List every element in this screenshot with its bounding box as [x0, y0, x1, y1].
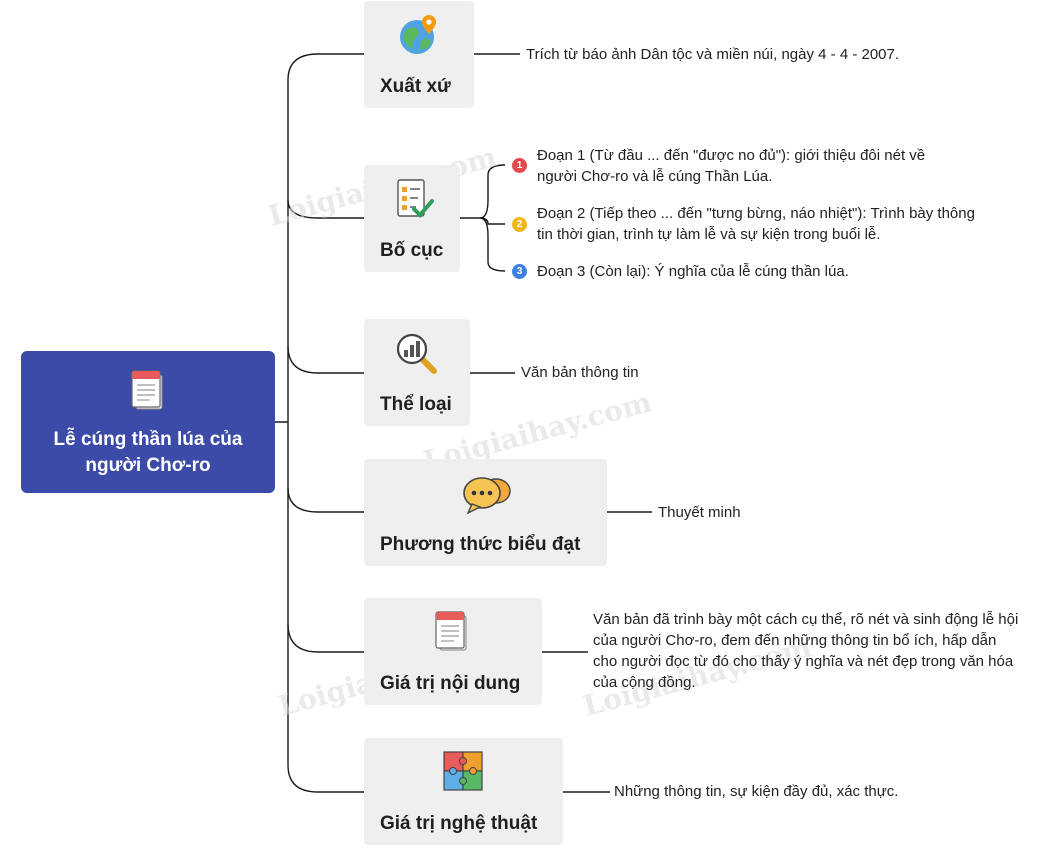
branch-the-loai[interactable]: Thể loại	[364, 319, 470, 426]
leaf-text: Đoạn 3 (Còn lại): Ý nghĩa của lễ cúng th…	[537, 263, 849, 280]
puzzle-icon	[442, 750, 484, 797]
leaf-text: Trích từ báo ảnh Dân tộc và miền núi, ng…	[526, 46, 900, 63]
branch-label: Giá trị nội dung	[380, 673, 521, 694]
leaf-text: Văn bản thông tin	[521, 364, 639, 381]
leaf-text: Đoạn 2 (Tiếp theo ... đến "tưng bừng, ná…	[537, 205, 975, 243]
branch-gia-tri-noi-dung[interactable]: Giá trị nội dung	[364, 598, 542, 705]
leaf-text: Thuyết minh	[658, 504, 741, 521]
leaf-text: Đoạn 1 (Từ đầu ... đến "được no đủ"): gi…	[537, 147, 926, 185]
magnifier-chart-icon	[394, 331, 440, 382]
leaf-text: Những thông tin, sự kiện đầy đủ, xác thự…	[614, 783, 899, 800]
branch-label: Phương thức biểu đạt	[380, 534, 581, 555]
branch-phuong-thuc-bieu-dat[interactable]: Phương thức biểu đạt	[364, 459, 607, 566]
branch-gia-tri-nghe-thuat[interactable]: Giá trị nghệ thuật	[364, 738, 563, 845]
globe-pin-icon	[397, 13, 441, 62]
branch-xuat-xu[interactable]: Xuất xứ	[364, 1, 474, 108]
root-node[interactable]: Lễ cúng thần lúa của người Chơ-ro	[21, 351, 275, 493]
document-icon	[128, 369, 170, 418]
branch-label: Giá trị nghệ thuật	[380, 813, 538, 834]
marker-1-badge: 1	[512, 158, 527, 173]
document-icon	[432, 610, 474, 659]
leaf-text: Văn bản đã trình bày một cách cụ thể, rõ…	[593, 611, 1019, 691]
branch-label: Xuất xứ	[380, 76, 451, 97]
checklist-icon	[392, 177, 434, 226]
marker-2-badge: 2	[512, 217, 527, 232]
marker-3-badge: 3	[512, 264, 527, 279]
branch-label: Thể loại	[380, 394, 452, 415]
root-title: Lễ cúng thần lúa của người Chơ-ro	[53, 429, 243, 476]
branch-label: Bố cục	[380, 240, 444, 261]
chat-bubbles-icon	[462, 471, 512, 520]
branch-bo-cuc[interactable]: Bố cục	[364, 165, 460, 272]
